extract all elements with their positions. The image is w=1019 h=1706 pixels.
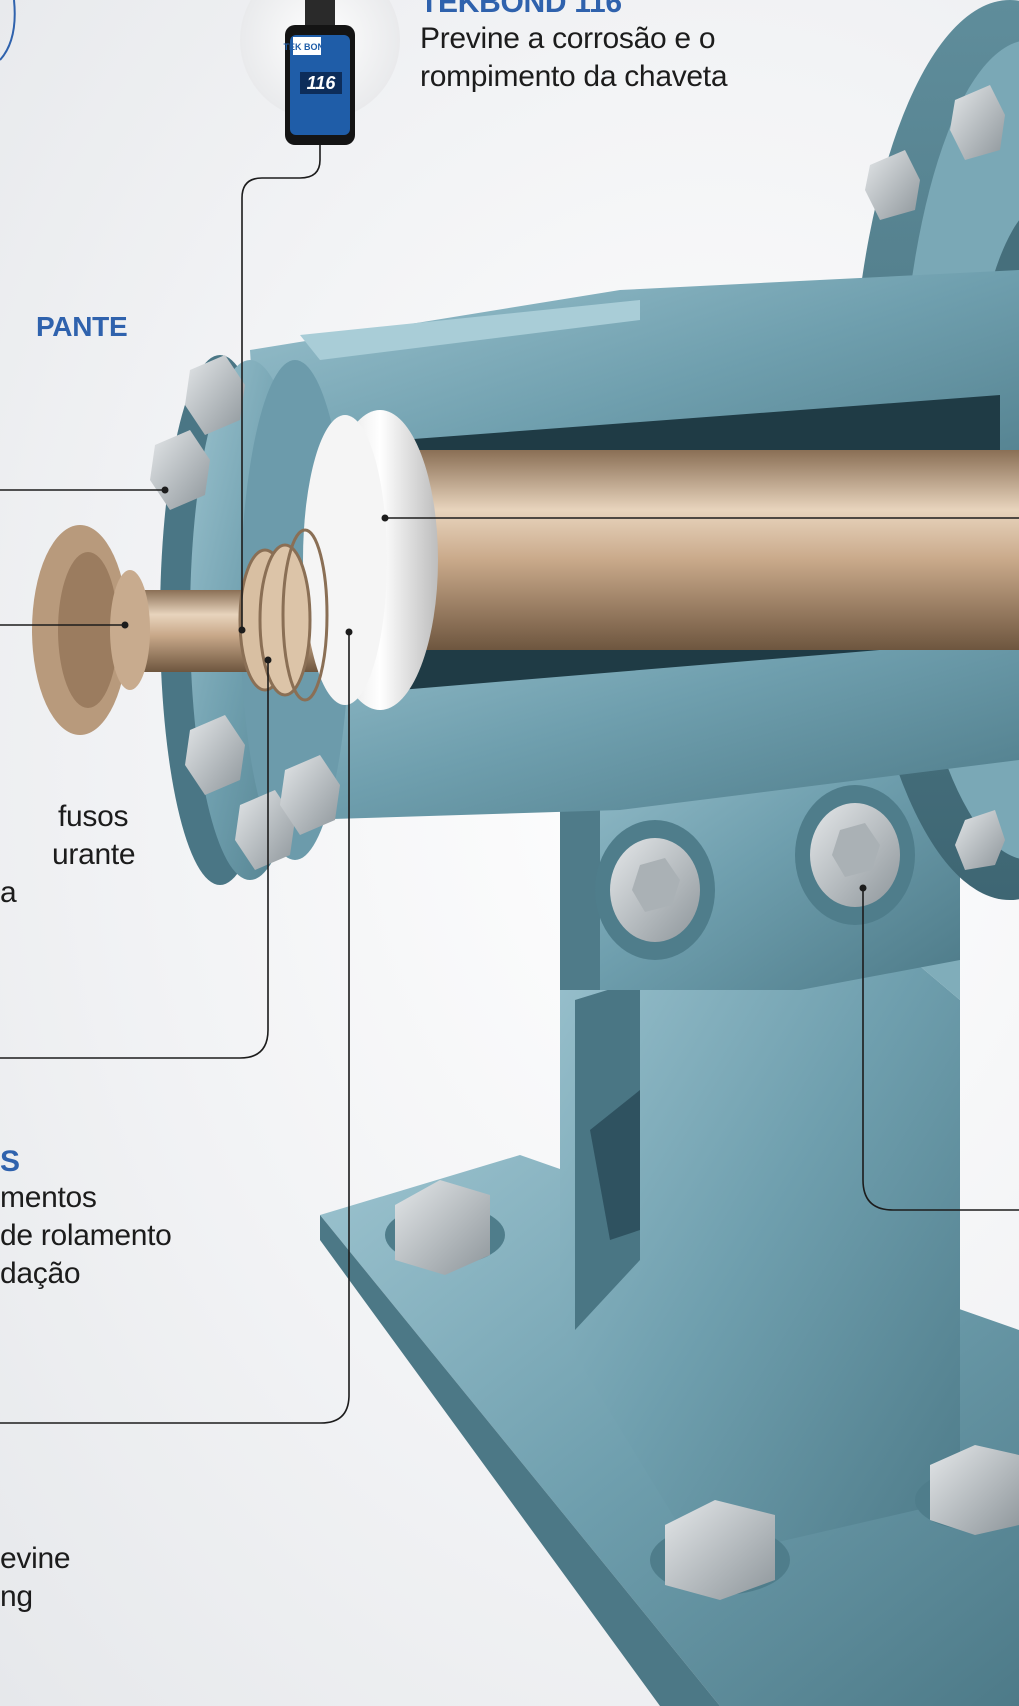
- base-bolts: [385, 1180, 1019, 1600]
- bearings-label: S mentos de rolamento dação: [0, 1145, 172, 1293]
- trava-title: PANTE: [36, 311, 128, 342]
- screws-line1: fusos: [58, 800, 129, 833]
- product-label: TEKBOND 116 Previne a corrosão e o rompi…: [420, 0, 728, 96]
- product-title: TEKBOND 116: [420, 0, 622, 19]
- screws-line3: a: [0, 876, 17, 909]
- bottle-brand: TEK BOND: [284, 42, 332, 52]
- bearings-line1: mentos: [0, 1181, 97, 1214]
- product-desc-line2: rompimento da chaveta: [420, 60, 728, 93]
- screws-label: fusos urante a: [0, 798, 136, 912]
- screws-line2: urante: [52, 838, 136, 871]
- product-badge: TEK BOND 116: [240, 0, 400, 145]
- bearing-rings: [238, 528, 329, 702]
- bottom-line2: ng: [0, 1580, 33, 1613]
- edge-circle-decoration: [0, 0, 16, 61]
- bearings-line2: de rolamento: [0, 1219, 172, 1252]
- bottom-label: evine ng: [0, 1540, 71, 1616]
- bottom-line1: evine: [0, 1542, 71, 1575]
- bearings-line3: dação: [0, 1257, 81, 1290]
- leader-dots: [121, 486, 867, 892]
- flange-bolts: [150, 85, 1005, 870]
- product-desc-line1: Previne a corrosão e o: [420, 22, 716, 55]
- pedestal: [560, 880, 960, 1560]
- trava-label: PANTE: [0, 310, 128, 344]
- leader-lines: [0, 145, 1019, 1424]
- sleeve-ring: [303, 410, 438, 710]
- bottle-number: 116: [307, 73, 337, 93]
- bearings-title: S: [0, 1145, 20, 1178]
- socket-bolts: [595, 785, 915, 960]
- bottle-cap: [305, 0, 335, 25]
